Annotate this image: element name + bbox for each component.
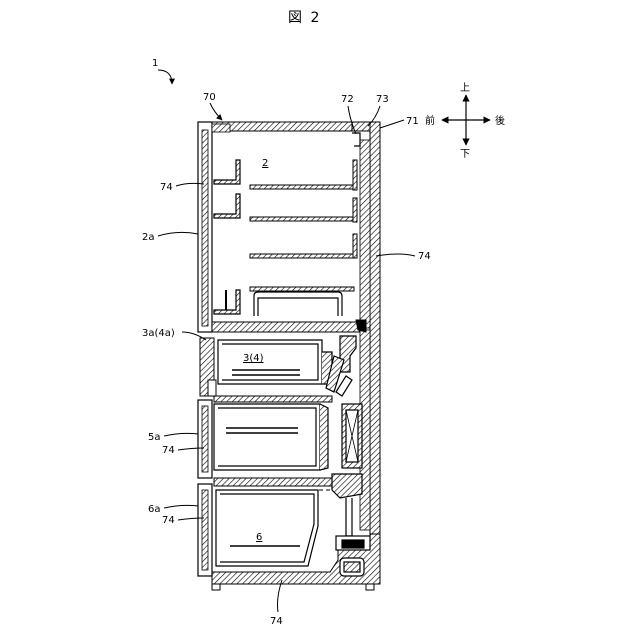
figure-title: 図 2 <box>288 10 321 26</box>
ref-74-top-label: 74 <box>160 182 173 193</box>
ref-2a-label: 2a <box>142 232 155 243</box>
partition-1 <box>212 322 360 332</box>
ref-74-low-label: 74 <box>162 515 175 526</box>
ref-1-arrow <box>158 70 172 84</box>
ref-5a-label: 5a <box>148 432 161 443</box>
ref-6a-label: 6a <box>148 504 161 515</box>
cabinet-body <box>198 122 380 590</box>
ref-73-label: 73 <box>376 94 389 105</box>
shelves <box>250 160 357 291</box>
ref-71-label: 71 <box>406 116 419 127</box>
door-pockets <box>214 160 240 314</box>
chilled-case <box>254 292 342 316</box>
partition-2 <box>214 396 332 402</box>
ref-74-bottom-leader <box>278 580 283 612</box>
ref-5a-leader <box>164 433 198 436</box>
door-5a <box>198 400 212 478</box>
ref-74-mid-label: 74 <box>162 445 175 456</box>
direction-down-label: 下 <box>460 149 470 160</box>
ref-74-right-label: 74 <box>418 251 431 262</box>
ref-70-label: 70 <box>203 92 216 103</box>
ref-74-right-leader <box>376 254 415 256</box>
direction-indicator <box>442 95 490 145</box>
ref-3a-label: 3a(4a) <box>142 328 175 339</box>
door-3a <box>200 338 216 396</box>
ref-1-label: 1 <box>152 58 158 69</box>
drawer-5 <box>214 404 328 470</box>
ref-74-bottom-label: 74 <box>270 616 283 627</box>
ref-72-label: 72 <box>341 94 354 105</box>
ref-6-label: 6 <box>256 532 262 543</box>
ref-34-label: 3(4) <box>243 353 264 364</box>
ref-2-label: 2 <box>262 158 268 169</box>
drawer-3 <box>218 340 332 384</box>
direction-back-label: 後 <box>495 114 505 127</box>
direction-up-label: 上 <box>460 82 470 94</box>
partition-3 <box>214 478 336 486</box>
vent-72 <box>352 133 360 146</box>
ref-70-leader <box>210 103 222 120</box>
direction-front-label: 前 <box>425 114 435 127</box>
drawer-6 <box>216 490 318 566</box>
ref-2a-leader <box>158 232 198 236</box>
ref-71-leader <box>380 120 404 128</box>
door-6a <box>198 484 212 576</box>
ref-6a-leader <box>164 505 198 508</box>
